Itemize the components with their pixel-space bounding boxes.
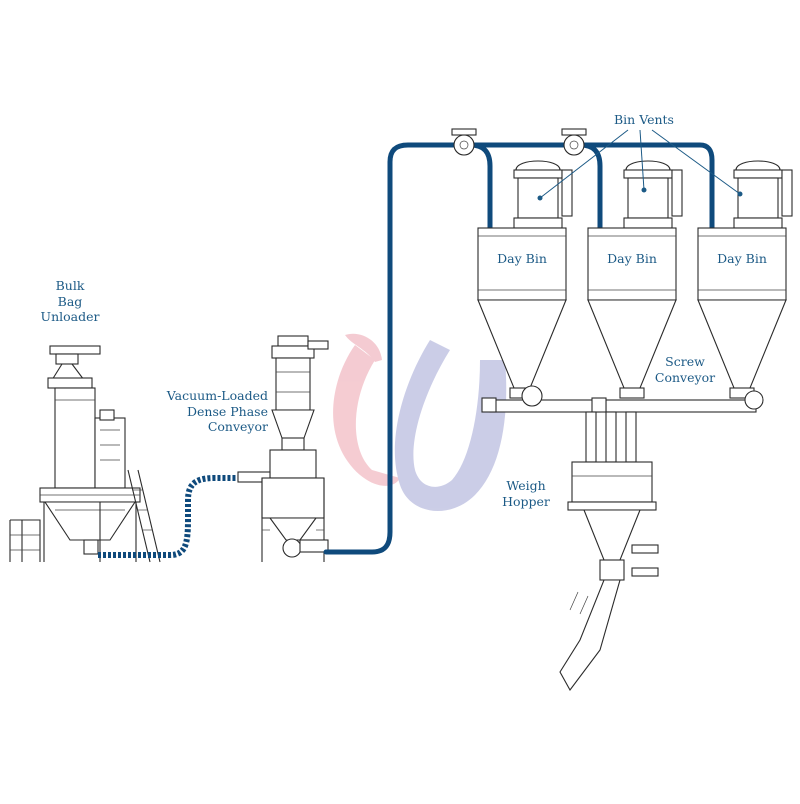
logo-right-stroke	[394, 340, 507, 512]
bulk-bag-unloader	[9, 345, 161, 563]
bin-vents-leaders	[537, 129, 743, 201]
weigh-hopper	[559, 411, 659, 692]
bin-vent-2	[623, 160, 683, 229]
branch-line-bin-1	[467, 142, 493, 231]
screw-conveyor	[481, 385, 764, 413]
label-bin-vents: Bin Vents	[614, 112, 674, 127]
label-weigh-hopper: Weigh Hopper	[502, 478, 550, 509]
vacuum-conveyor	[237, 335, 329, 562]
diverter-valve-1	[451, 128, 477, 156]
label-day-bin-3: Day Bin	[717, 251, 767, 266]
day-bin-3	[697, 227, 787, 399]
bin-vent-3	[733, 160, 793, 229]
day-bin-2	[587, 227, 677, 399]
logo-left-tail	[345, 333, 382, 362]
logo-left-stroke	[333, 345, 400, 486]
label-vacuum-conveyor: Vacuum-Loaded Dense Phase Conveyor	[166, 388, 268, 434]
flexible-hose	[98, 475, 238, 558]
bin-vent-1	[513, 160, 573, 229]
label-screw-conveyor: Screw Conveyor	[654, 354, 716, 385]
label-day-bin-1: Day Bin	[497, 251, 547, 266]
label-day-bin-2: Day Bin	[607, 251, 657, 266]
branch-line-bin-2	[577, 142, 603, 231]
conveying-line	[323, 142, 715, 555]
diverter-valve-2	[561, 128, 587, 156]
logo-watermark	[333, 333, 507, 512]
label-bulk-bag-unloader: Bulk Bag Unloader	[40, 278, 100, 324]
